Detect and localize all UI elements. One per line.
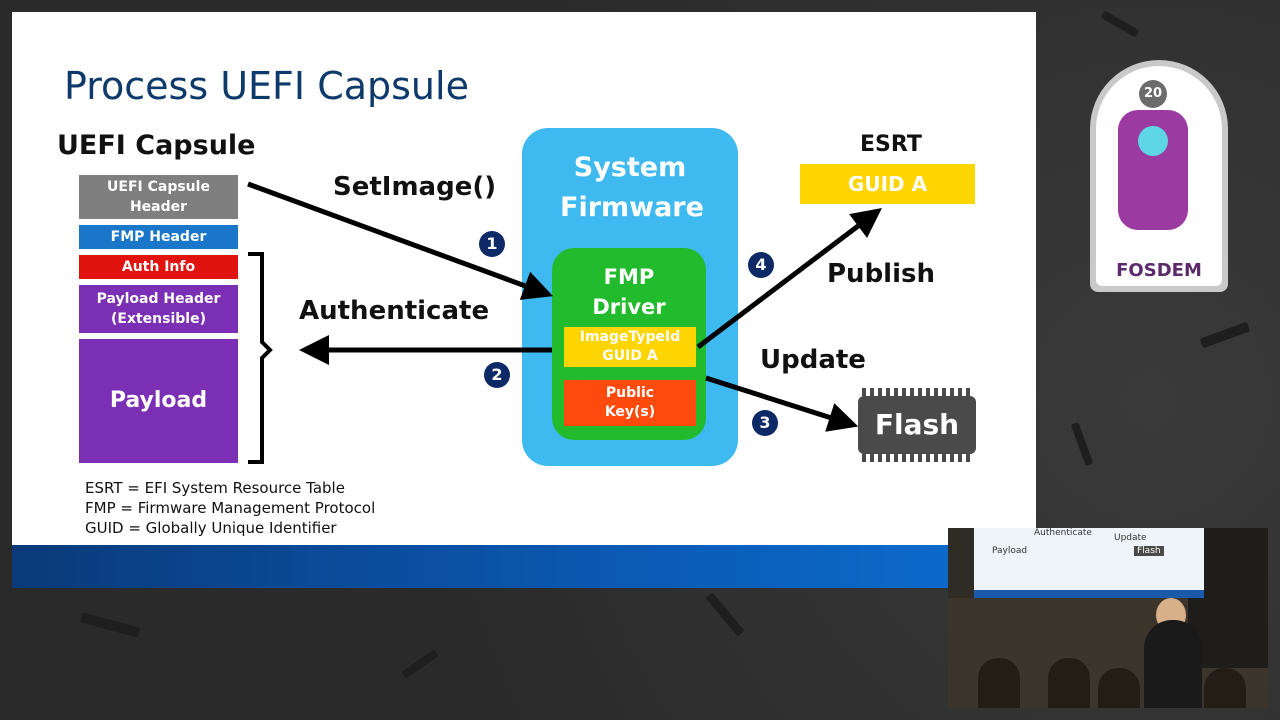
flash-pin	[894, 388, 898, 396]
audience-member	[1048, 658, 1090, 708]
flash-pin	[862, 388, 866, 396]
flash-pin	[942, 454, 946, 462]
esrt-guid-box: GUID A	[800, 164, 975, 204]
flash-pin	[878, 388, 882, 396]
badge-text: FOSDEM	[1116, 260, 1202, 281]
fmp-driver-text: FMP Driver	[592, 265, 666, 319]
flash-pin	[910, 454, 914, 462]
image-type-id-box: ImageTypeId GUID A	[564, 327, 696, 367]
audience-member	[1204, 668, 1246, 708]
badge-number: 20	[1139, 80, 1167, 108]
auth-bracket	[248, 252, 273, 464]
legend: ESRT = EFI System Resource Table FMP = F…	[85, 478, 375, 538]
flash-pin	[934, 388, 938, 396]
legend-fmp: FMP = Firmware Management Protocol	[85, 499, 376, 517]
capsule-label: UEFI Capsule	[57, 130, 256, 161]
public-key-box: Public Key(s)	[564, 380, 696, 426]
flash-pin	[958, 388, 962, 396]
legend-esrt: ESRT = EFI System Resource Table	[85, 479, 345, 497]
flash-pin	[862, 454, 866, 462]
camera-authenticate-text: Authenticate	[1034, 528, 1092, 538]
flash-pin	[950, 454, 954, 462]
system-firmware-label: System Firmware	[522, 148, 738, 228]
publish-label: Publish	[827, 259, 935, 289]
camera-update-text: Update	[1114, 533, 1147, 543]
system-firmware-text: System Firmware	[560, 152, 704, 223]
audience-member	[978, 658, 1020, 708]
flash-pin	[958, 454, 962, 462]
audience-member	[1098, 668, 1140, 708]
badge-face	[1138, 126, 1168, 156]
payload-box: Payload	[77, 337, 240, 465]
slide: Process UEFI Capsule UEFI Capsule UEFI C…	[12, 12, 1036, 588]
esrt-label: ESRT	[860, 132, 922, 157]
camera-projection: Authenticate Update Payload Flash	[974, 528, 1204, 598]
camera-projection-footer	[974, 590, 1204, 598]
capsule-header-box: UEFI Capsule Header	[77, 173, 240, 221]
flash-pin	[878, 454, 882, 462]
image-type-id-text: ImageTypeId GUID A	[579, 329, 681, 364]
step-1-badge: 1	[479, 231, 505, 257]
speaker-camera: Authenticate Update Payload Flash	[948, 528, 1268, 708]
auth-info-box: Auth Info	[77, 253, 240, 281]
flash-pin	[926, 454, 930, 462]
flash-pin	[918, 388, 922, 396]
payload-header-box: Payload Header (Extensible)	[77, 283, 240, 335]
flash-pin	[886, 454, 890, 462]
fmp-header-box: FMP Header	[77, 223, 240, 251]
flash-pin	[950, 388, 954, 396]
flash-pin	[966, 388, 970, 396]
flash-label: Flash	[858, 396, 976, 454]
fosdem-badge: 20 FOSDEM	[1090, 60, 1228, 292]
flash-pin	[910, 388, 914, 396]
camera-flash-text: Flash	[1134, 546, 1164, 556]
flash-pin	[942, 388, 946, 396]
step-4-badge: 4	[748, 252, 774, 278]
flash-pin	[870, 388, 874, 396]
flash-pin	[902, 454, 906, 462]
setimage-label: SetImage()	[333, 172, 497, 202]
step-3-badge: 3	[752, 410, 778, 436]
speaker-body	[1144, 620, 1202, 708]
step-2-badge: 2	[484, 362, 510, 388]
legend-guid: GUID = Globally Unique Identifier	[85, 519, 337, 537]
flash-chip: Flash	[858, 386, 976, 464]
slide-title: Process UEFI Capsule	[64, 64, 469, 108]
flash-pin	[902, 388, 906, 396]
update-label: Update	[760, 345, 866, 375]
flash-pin	[886, 388, 890, 396]
flash-pin	[894, 454, 898, 462]
flash-pin	[966, 454, 970, 462]
slide-footer: intel	[12, 545, 1036, 588]
camera-payload-text: Payload	[992, 546, 1028, 556]
flash-pin	[918, 454, 922, 462]
flash-pin	[926, 388, 930, 396]
fmp-driver-label: FMP Driver	[552, 262, 706, 322]
flash-pin	[934, 454, 938, 462]
flash-pin	[870, 454, 874, 462]
authenticate-label: Authenticate	[299, 296, 490, 326]
public-key-text: Public Key(s)	[604, 385, 656, 420]
